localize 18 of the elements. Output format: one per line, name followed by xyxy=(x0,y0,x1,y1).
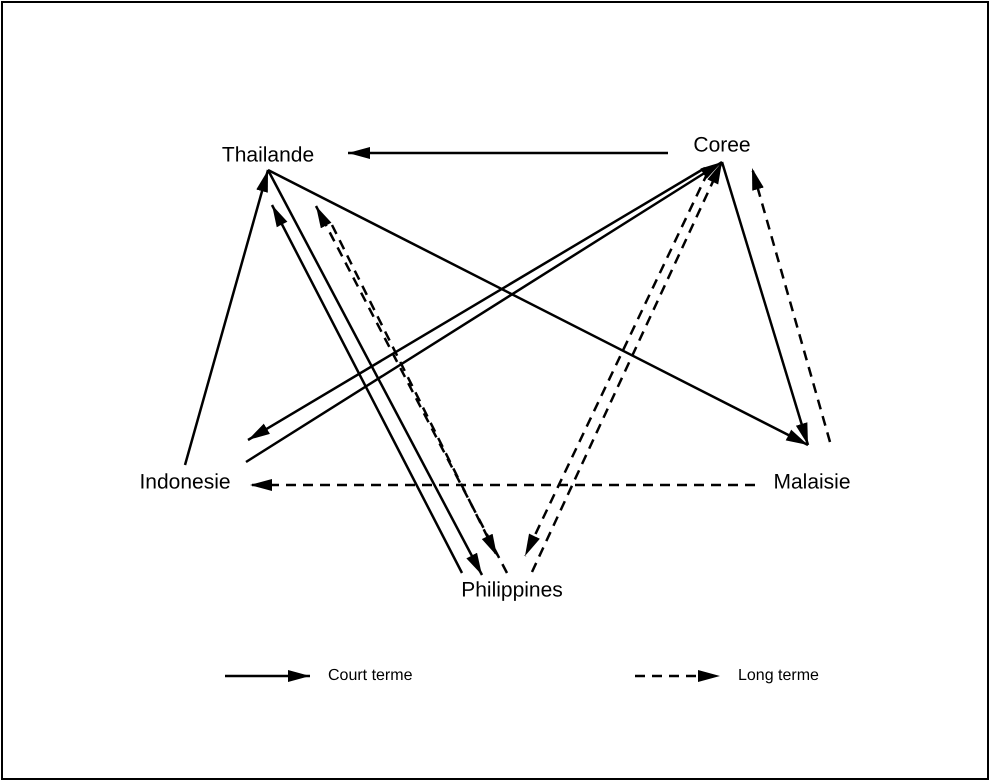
legend-label: Long terme xyxy=(738,667,819,685)
country-label: Malaisie xyxy=(771,470,853,494)
arrow xyxy=(348,147,668,159)
country-label: Indonesie xyxy=(137,470,233,494)
arrow xyxy=(270,204,464,574)
dashed-arrow xyxy=(750,168,832,442)
arrow xyxy=(266,169,484,576)
arrow xyxy=(720,162,810,446)
dashed-arrow xyxy=(314,205,508,574)
country-label: Coree xyxy=(691,134,753,156)
arrow xyxy=(267,168,809,446)
arrow xyxy=(184,170,270,466)
dashed-arrow xyxy=(330,224,498,557)
legend-label: Court terme xyxy=(328,667,412,685)
dashed-arrow xyxy=(530,161,724,573)
dashed-arrow xyxy=(250,479,755,491)
country-label: Philippines xyxy=(459,578,565,602)
country-label: Thailande xyxy=(220,144,316,166)
